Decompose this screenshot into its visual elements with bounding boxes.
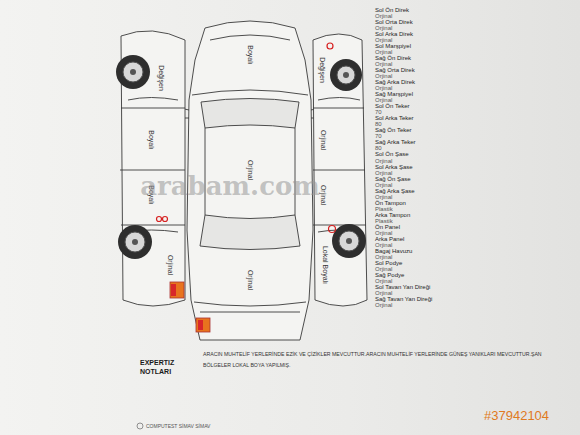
part-name: Arka Panel [375, 236, 404, 242]
part-name: Sağ Arka Direk [375, 79, 415, 85]
part-name: Sağ Marşpiyel [375, 91, 413, 97]
part-name: Sağ Ön Şase [375, 176, 411, 182]
part-name: Sol Marşpiyel [375, 43, 411, 49]
part-status: Plastik [375, 206, 393, 212]
part-status: Lokal Boyalı [322, 246, 329, 284]
part-name: Sol Ön Teker [375, 103, 410, 109]
part-status: 80 [375, 145, 382, 151]
part-name: Ön Tampon [375, 200, 406, 206]
part-name: Sol Ön Şase [375, 151, 409, 157]
part-status: Orjinal [375, 242, 392, 248]
part-status: Orjinal [375, 266, 392, 272]
part-status: Orjinal [375, 25, 392, 31]
part-status: Orjinal [375, 230, 392, 236]
part-status: Orjinal [375, 194, 392, 200]
part-name: Sağ Tavan Yan Direği [375, 296, 432, 302]
part-name: Sol Tavan Yan Direği [375, 284, 430, 290]
part-name: Sol Podye [375, 260, 402, 266]
part-name: Sağ Orta Direk [375, 67, 415, 73]
part-status: Orjinal [320, 130, 327, 150]
part-status: Orjinal [375, 61, 392, 67]
part-name: Sol Arka Teker [375, 115, 414, 121]
part-status: 70 [375, 109, 382, 115]
part-status: Orjinal [375, 302, 392, 308]
part-name: Sağ Podye [375, 272, 404, 278]
part-status: Orjinal [320, 185, 327, 205]
listing-number: #37942104 [484, 409, 549, 422]
part-status: Orjinal [375, 158, 392, 164]
part-name: Sol Arka Direk [375, 31, 413, 37]
part-name: Sağ Arka Şase [375, 188, 415, 194]
part-status: Orjinal [375, 170, 392, 176]
part-name: Sağ Ön Teker [375, 127, 412, 133]
part-name: Ön Panel [375, 224, 400, 230]
part-status: Orjinal [375, 290, 392, 296]
part-status: Orjinal [375, 278, 392, 284]
part-status: 80 [375, 121, 382, 127]
part-status: Orjinal [375, 37, 392, 43]
part-status: Orjinal [375, 85, 392, 91]
part-status: Değişen [158, 65, 165, 91]
part-status: Orjinal [375, 49, 392, 55]
part-name: Sol Ön Direk [375, 7, 409, 13]
notes-text: ARACIN MUHTELİF YERLERİNDE EZİK VE ÇİZİK… [203, 352, 542, 357]
part-status: Plastik [375, 218, 393, 224]
part-name: Sağ Ön Direk [375, 55, 411, 61]
part-name: Bagaj Havuzu [375, 248, 412, 254]
part-status: Orjinal [167, 255, 174, 275]
watermark: arabam.com [140, 173, 320, 199]
part-status: Boyalı [148, 130, 155, 149]
part-status: Orjinal [247, 270, 254, 290]
part-status: Orjinal [375, 182, 392, 188]
part-status: 70 [375, 133, 382, 139]
part-name: Sol Orta Direk [375, 19, 413, 25]
part-status: Orjinal [375, 13, 392, 19]
notes-heading: EXPERTIZ NOTLARI [140, 359, 174, 377]
part-name: Sol Arka Şase [375, 164, 413, 170]
part-status: Değişen [319, 57, 326, 83]
part-name: Sağ Arka Teker [375, 139, 416, 145]
part-status: Orjinal [375, 254, 392, 260]
part-name: Arka Tampon [375, 212, 410, 218]
notes-text: BÖLGELER LOKAL BOYA YAPILMIŞ. [203, 363, 290, 368]
part-status: Orjinal [375, 73, 392, 79]
part-status: Orjinal [375, 97, 392, 103]
footer-text: COMPUTEST SİMAV SİMAV [146, 424, 210, 429]
part-status: Boyalı [247, 45, 254, 64]
